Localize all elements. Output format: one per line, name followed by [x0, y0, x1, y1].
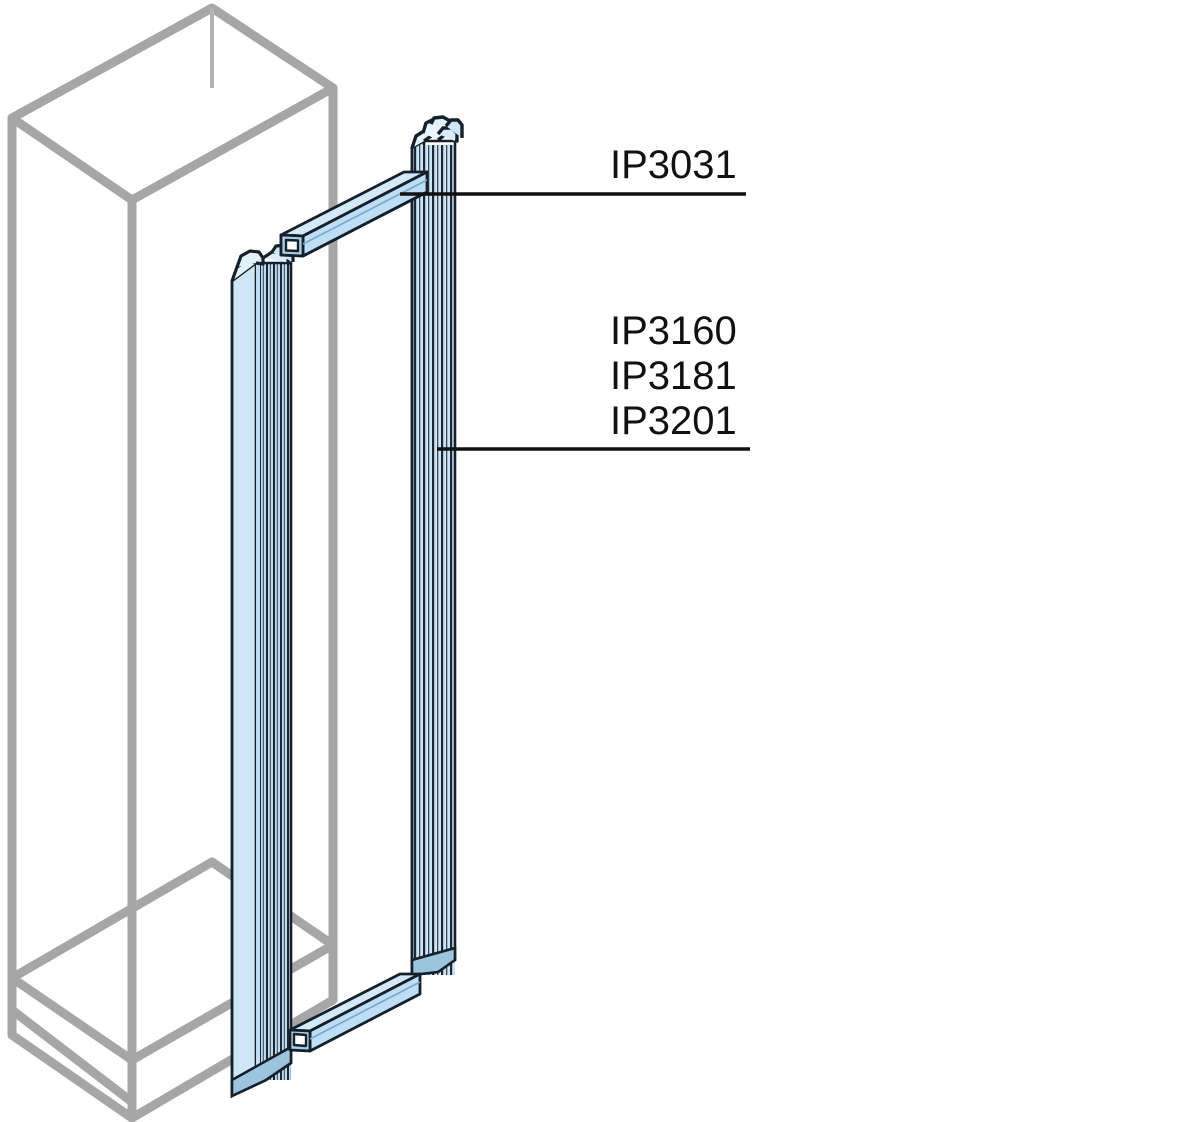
- callout-labels: IP3031 IP3160 IP3181 IP3201: [610, 143, 737, 443]
- top-beam-crease: [302, 179, 428, 245]
- horizontal-cross-beam-bottom: [288, 972, 422, 1053]
- vertical-door-profile-left: [230, 243, 295, 1099]
- left-profile-side-face: [230, 260, 258, 1099]
- callout-leader-lines: [400, 192, 750, 451]
- right-profile-ribs: [414, 145, 455, 975]
- callout-label-ip3201: IP3201: [610, 399, 737, 443]
- top-beam-end-bore: [284, 238, 300, 253]
- left-profile-bottom-cap: [230, 1044, 293, 1099]
- right-profile-bottom-cap: [410, 946, 457, 977]
- left-profile-ribs: [260, 263, 291, 1080]
- callout-label-ip3160: IP3160: [610, 309, 737, 353]
- callout-label-ip3031: IP3031: [610, 143, 737, 187]
- horizontal-cross-beam-top: [279, 170, 429, 258]
- bottom-beam-end-bore: [292, 1032, 308, 1048]
- vertical-door-profile-right: [410, 115, 464, 979]
- right-profile-top-section: [410, 115, 464, 149]
- callout-label-ip3181: IP3181: [610, 354, 737, 398]
- top-beam-bottom-edge: [302, 190, 428, 258]
- bottom-beam-crease: [309, 981, 421, 1040]
